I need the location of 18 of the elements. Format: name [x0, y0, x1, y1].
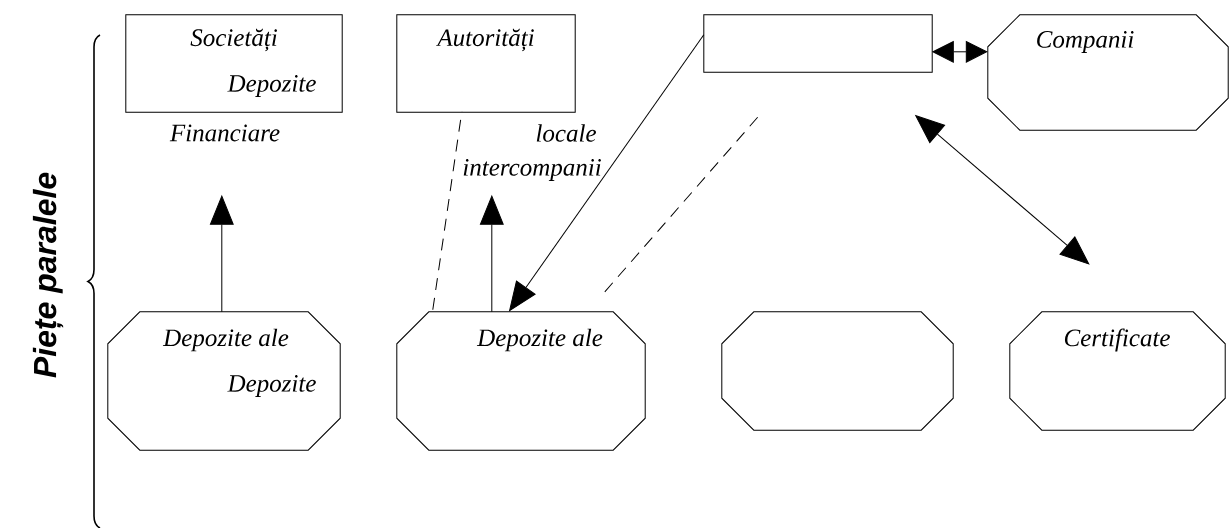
box-caption: locale	[536, 124, 596, 142]
octagon-box: Depozite ale	[396, 311, 646, 451]
rectangle-box	[703, 14, 933, 73]
arrow	[479, 195, 504, 313]
arrow	[209, 195, 234, 313]
rectangle-box: Autorități	[396, 14, 576, 113]
octagon-box: Certificate	[1009, 311, 1226, 431]
rectangle-box: Societăți Depozite	[125, 14, 343, 113]
octagon-box: Companii	[987, 14, 1229, 131]
dashed-line	[432, 111, 463, 311]
double-arrow	[932, 41, 988, 63]
text-label: intercompanii	[463, 159, 601, 181]
octagon-box	[721, 311, 954, 431]
side-label: Piețe paralele	[32, 172, 64, 378]
octagon-box: Depozite ale Depozite	[107, 311, 341, 451]
double-arrow	[915, 115, 1090, 265]
box-caption: Financiare	[169, 124, 280, 142]
arrow	[509, 34, 705, 312]
